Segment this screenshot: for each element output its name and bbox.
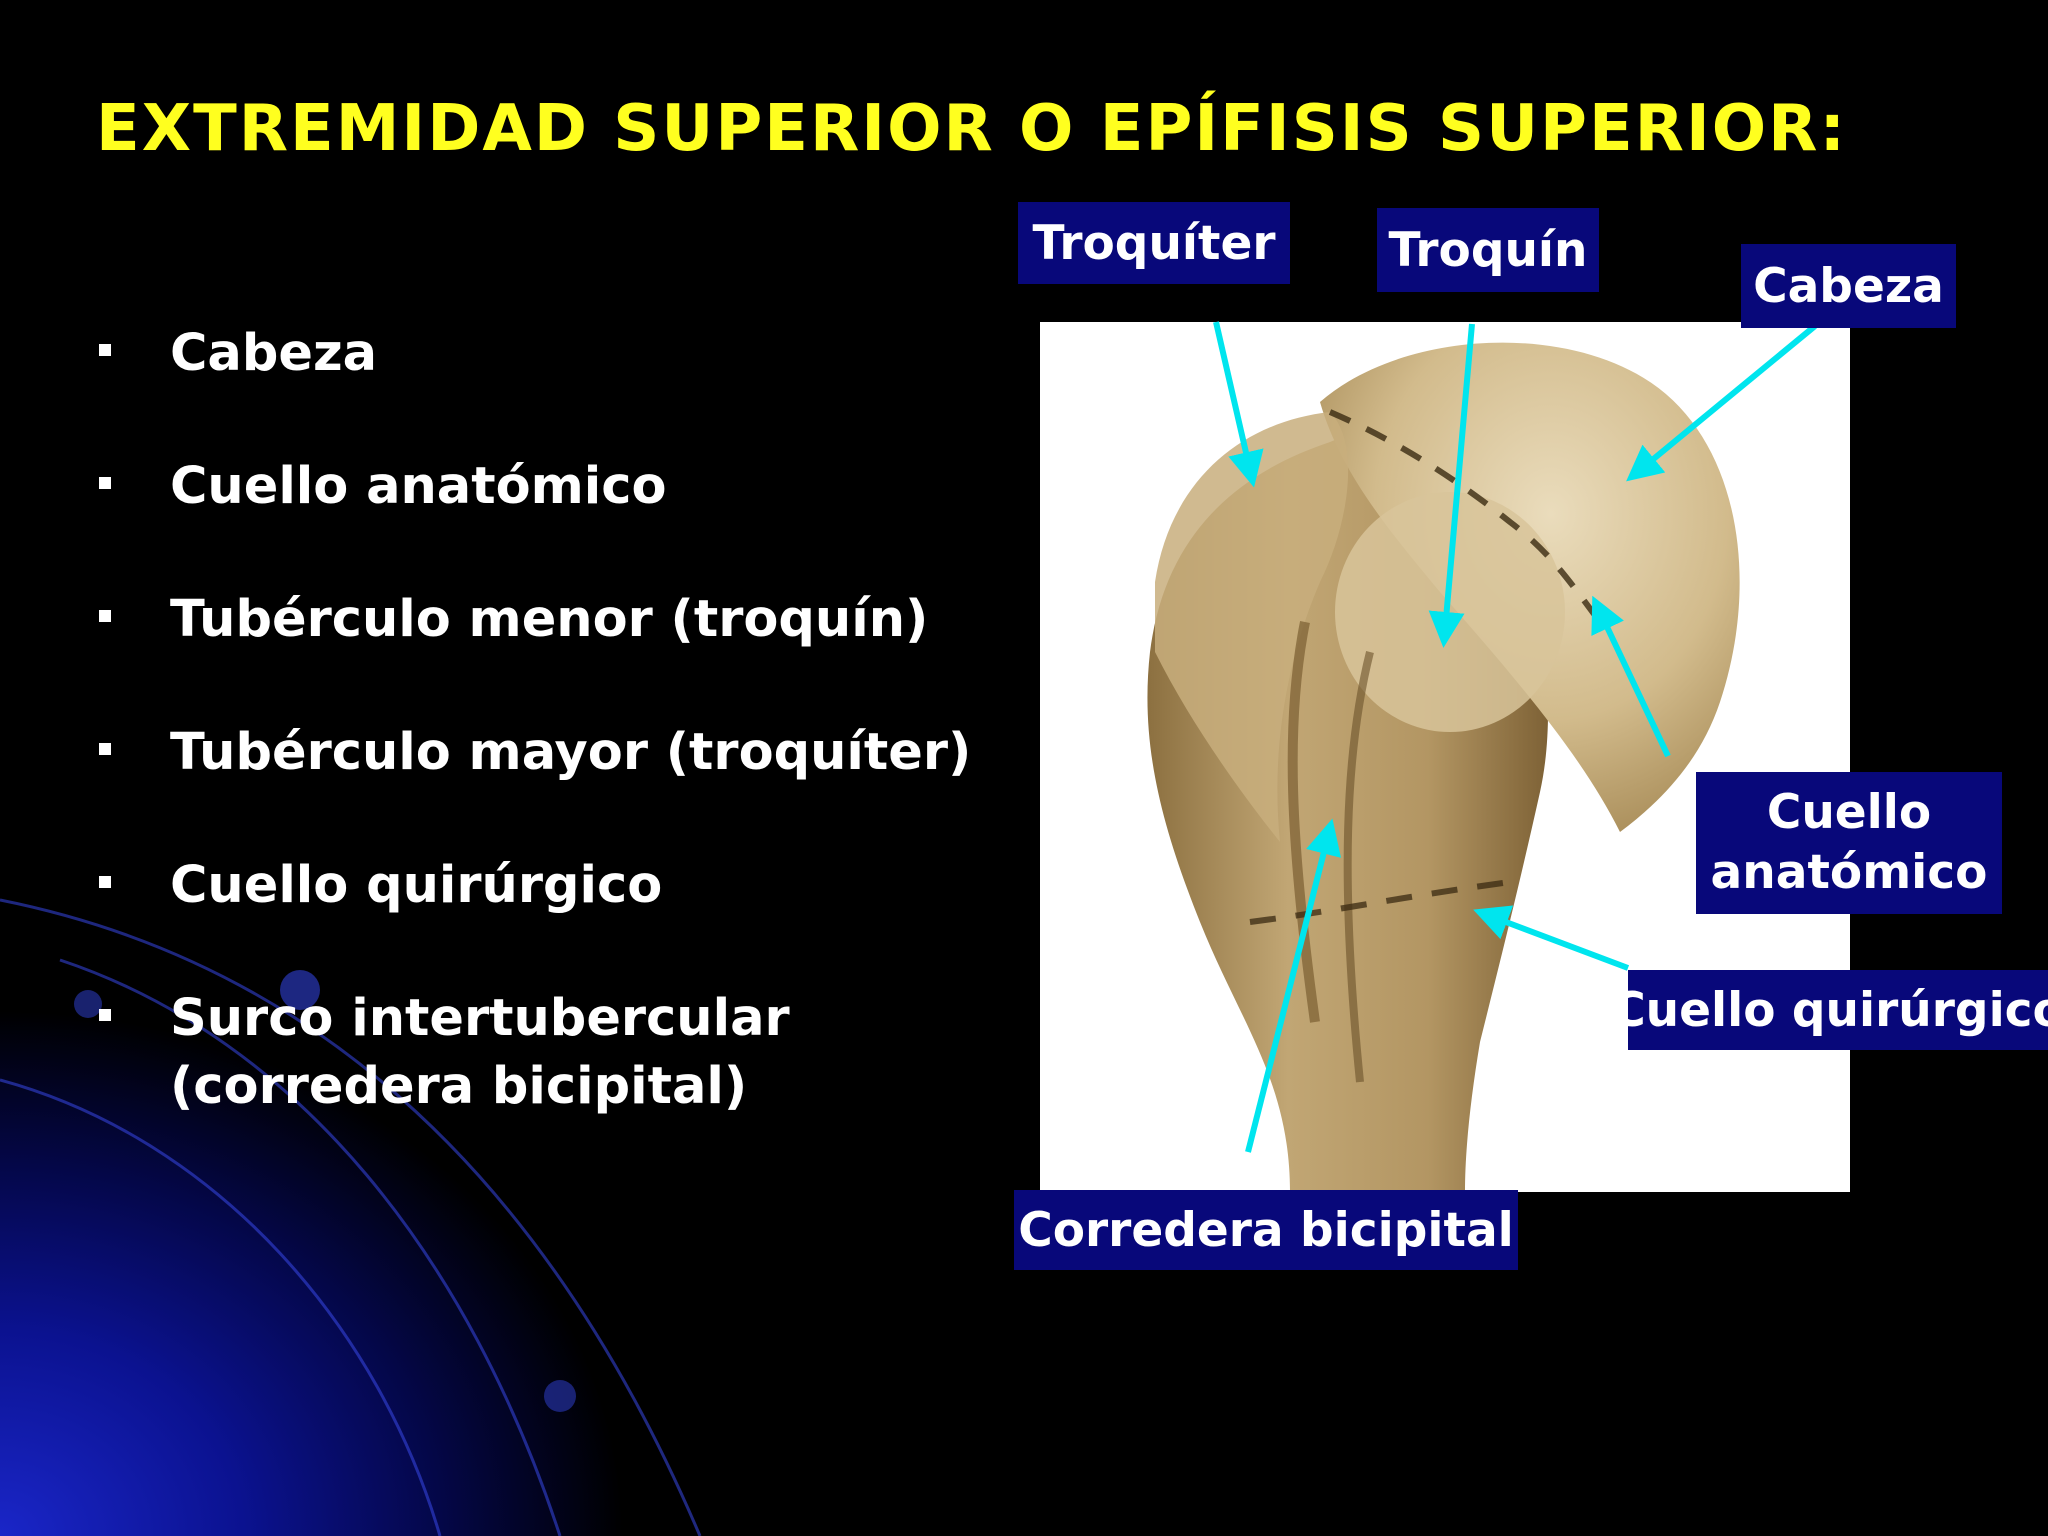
- label-cabeza: Cabeza: [1741, 244, 1956, 328]
- bullet-item-tuberculo-mayor: Tubérculo mayor (troquíter): [96, 719, 971, 787]
- bullet-marker: [99, 610, 111, 622]
- bullet-marker: [99, 876, 111, 888]
- bullet-text: Cuello quirúrgico: [170, 856, 663, 915]
- bullet-text: Cabeza: [170, 324, 378, 383]
- label-troquin: Troquín: [1377, 208, 1599, 292]
- bullet-item-surco-intertubercular: Surco intertubercular (corredera bicipit…: [96, 985, 971, 1121]
- bullet-text: Tubérculo mayor (troquíter): [170, 723, 972, 782]
- bullet-text-line-2: (corredera bicipital): [170, 1057, 748, 1116]
- bullet-item-tuberculo-menor: Tubérculo menor (troquín): [96, 586, 971, 654]
- bullet-marker: [99, 743, 111, 755]
- label-cuello-anatomico: Cuello anatómico: [1696, 772, 2002, 914]
- bullet-text: Tubérculo menor (troquín): [170, 590, 929, 649]
- label-cuello-quirurgico: Cuello quirúrgico: [1611, 970, 2048, 1050]
- slide-title: EXTREMIDAD SUPERIOR O EPÍFISIS SUPERIOR:: [96, 92, 1848, 166]
- bullet-marker: [99, 1009, 111, 1021]
- label-cuello-anatomico-line-2: anatómico: [1710, 845, 1988, 900]
- humerus-figure: [1040, 322, 1850, 1192]
- humerus-proximal-illustration: [1147, 342, 1740, 1192]
- label-troquiter: Troquíter: [1018, 202, 1290, 284]
- bullet-marker: [99, 477, 111, 489]
- bullet-list: Cabeza Cuello anatómico Tubérculo menor …: [96, 320, 971, 1186]
- label-corredera-bicipital: Corredera bicipital: [1014, 1190, 1518, 1270]
- bullet-item-cuello-quirurgico: Cuello quirúrgico: [96, 852, 971, 920]
- bullet-item-cabeza: Cabeza: [96, 320, 971, 388]
- bullet-marker: [99, 344, 111, 356]
- bullet-item-cuello-anatomico: Cuello anatómico: [96, 453, 971, 521]
- bullet-text-line-1: Surco intertubercular: [170, 989, 790, 1048]
- label-cuello-anatomico-line-1: Cuello: [1766, 785, 1932, 840]
- bullet-text: Cuello anatómico: [170, 457, 667, 516]
